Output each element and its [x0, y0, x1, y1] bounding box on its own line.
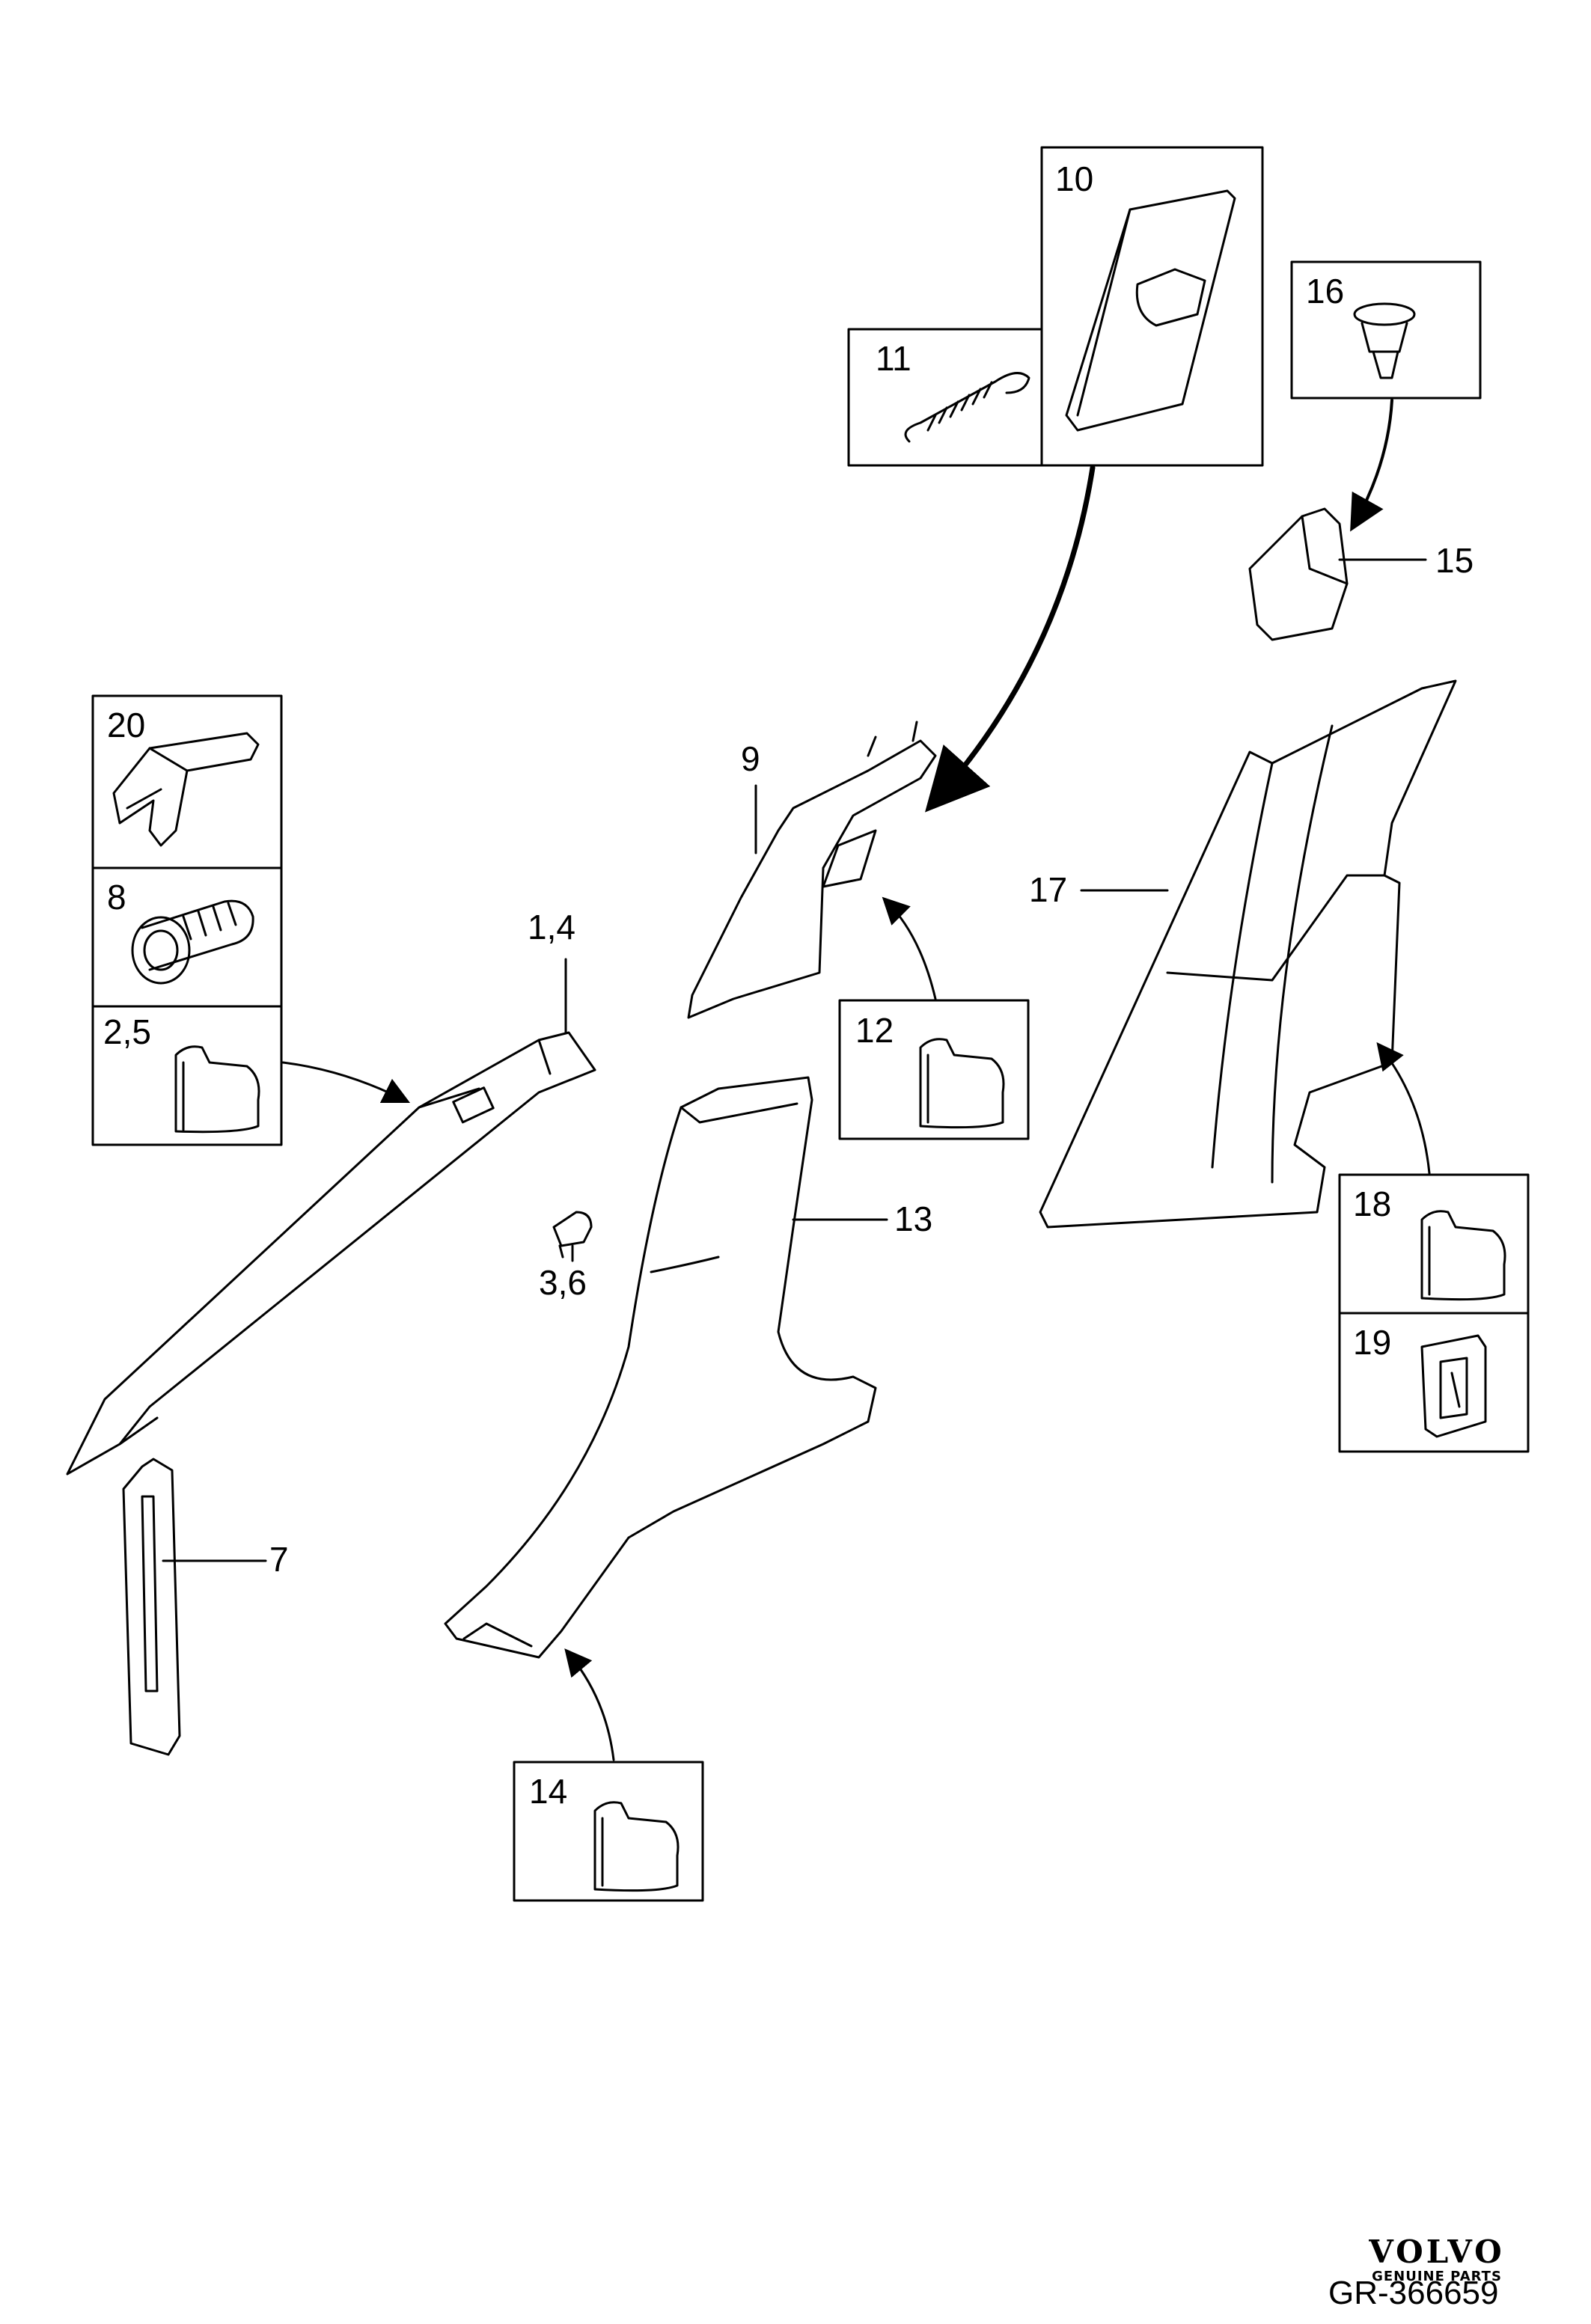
part-14-clip — [593, 1801, 680, 1892]
part-2-5-clip — [174, 1045, 260, 1134]
part-16-clip — [1353, 302, 1416, 379]
part-9-b-pillar-upper — [687, 721, 937, 1019]
part-7-trim-strip — [122, 1458, 181, 1756]
callout-14: 14 — [529, 1772, 567, 1811]
box-part-14 — [513, 1761, 704, 1902]
part-19-clip — [1420, 1334, 1487, 1438]
part-8-bolt — [131, 899, 254, 985]
callout-11: 11 — [876, 339, 911, 378]
box-part-12 — [838, 999, 1030, 1140]
volvo-logo: VOLVO — [1369, 2233, 1505, 2270]
arrow-12-to-9 — [882, 896, 937, 1000]
arrow-14-to-13 — [564, 1648, 615, 1761]
arrow-2-5-to-1-4 — [281, 1061, 411, 1104]
callout-20: 20 — [107, 706, 145, 744]
volvo-brand: VOLVO GENUINE PARTS — [1340, 2233, 1534, 2284]
callout-15: 15 — [1435, 541, 1474, 580]
callout-17: 17 — [1029, 870, 1067, 909]
box-part-10 — [1040, 146, 1264, 467]
brand-tagline: GENUINE PARTS — [1372, 2269, 1502, 2284]
diagram-reference: GR-366659 — [1328, 2275, 1499, 2311]
callout-10: 10 — [1055, 159, 1093, 198]
callout-13: 13 — [894, 1199, 932, 1238]
callout-7: 7 — [269, 1540, 289, 1579]
part-10-belt-guide — [1065, 189, 1236, 432]
arrow-10-to-9 — [925, 465, 1096, 813]
callout-8: 8 — [107, 878, 126, 917]
part-3-6-cap — [552, 1211, 593, 1259]
part-18-clip — [1420, 1210, 1506, 1301]
callout-18: 18 — [1353, 1184, 1391, 1223]
callout-9: 9 — [741, 739, 760, 778]
callout-3-6: 3,6 — [539, 1263, 587, 1302]
callout-19: 19 — [1353, 1323, 1391, 1362]
part-13-b-pillar-lower — [444, 1076, 877, 1659]
box-part-11 — [847, 328, 1043, 467]
arrow-18-to-17 — [1376, 1042, 1431, 1175]
callout-labels: 20 8 2,5 1,4 3,6 7 9 10 11 12 13 14 15 1… — [103, 159, 1474, 1811]
callout-1-4: 1,4 — [528, 908, 575, 947]
part-12-clip — [919, 1038, 1005, 1129]
part-20-clip — [112, 732, 260, 847]
part-11-spring — [904, 372, 1030, 443]
box-part-16 — [1290, 260, 1482, 400]
box-part-2-5 — [91, 1005, 283, 1146]
callout-2-5: 2,5 — [103, 1012, 151, 1051]
part-17-c-pillar-trim — [1039, 679, 1457, 1229]
arrow-16-to-15 — [1350, 399, 1393, 532]
part-15-cover — [1248, 507, 1349, 641]
part-1-4-a-pillar-trim — [66, 1031, 596, 1476]
box-part-19 — [1338, 1312, 1530, 1453]
callout-12: 12 — [855, 1011, 894, 1050]
callout-16: 16 — [1306, 272, 1344, 311]
